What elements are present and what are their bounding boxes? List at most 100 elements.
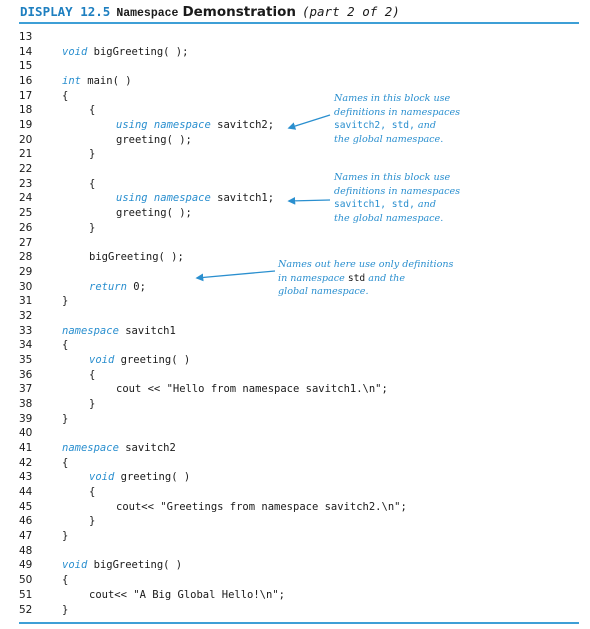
code-keyword: void [89, 353, 115, 366]
code-content: greeting( ) [114, 353, 191, 366]
code-text: bigGreeting( ); [89, 251, 184, 263]
line-number: 31 [19, 295, 33, 308]
code-content: savitch2; [210, 119, 275, 132]
code-line: 44{ [0, 486, 330, 501]
code-text: cout<< "A Big Global Hello!\n"; [89, 589, 285, 601]
annotation-line: definitions in namespaces [334, 106, 461, 118]
code-content: greeting( ) [114, 471, 191, 484]
code-text: { [62, 90, 68, 102]
line-number: 45 [19, 500, 33, 513]
line-number: 35 [19, 353, 33, 366]
code-content: } [89, 221, 96, 234]
code-content: savitch1; [210, 192, 275, 205]
code-keyword: void [62, 559, 88, 572]
annotation-line: Names in this block use [334, 172, 451, 183]
code-content: greeting( ); [116, 133, 192, 146]
line-number: 38 [19, 398, 33, 410]
code-text: void greeting( ) [89, 471, 190, 483]
code-text: } [89, 515, 95, 527]
code-text: { [89, 178, 95, 190]
annotation-code: savitch1, std, [334, 199, 415, 211]
line-number: 22 [19, 163, 33, 176]
code-content: } [89, 398, 96, 410]
code-line: 40 [0, 427, 330, 442]
line-number: 17 [19, 89, 33, 102]
annotation-outside-blocks: Names out here use only definitions in n… [278, 258, 453, 299]
line-number: 29 [19, 265, 33, 278]
annotation-code: std [347, 272, 366, 284]
code-text: { [89, 486, 95, 498]
display-part: (part 2 of 2) [301, 4, 400, 19]
display-title-bold: Demonstration [182, 4, 296, 20]
annotation-line: Names out here use only definitions [278, 259, 454, 270]
code-text: void greeting( ) [89, 354, 190, 366]
code-line: 35 void greeting( ) [0, 354, 330, 369]
code-content: { [89, 368, 96, 381]
code-line: 38} [0, 398, 330, 413]
line-number: 39 [19, 412, 33, 425]
line-number: 25 [19, 207, 33, 220]
code-content: cout<< "A Big Global Hello!\n"; [89, 588, 285, 601]
arrow-to-block-1 [287, 114, 331, 130]
code-line: 47} [0, 530, 330, 545]
arrow-to-outside [195, 270, 276, 282]
code-content: bigGreeting( ) [87, 559, 183, 572]
line-number: 30 [19, 280, 33, 293]
code-text: void bigGreeting( ); [62, 46, 188, 58]
code-text: } [62, 295, 68, 307]
line-number: 33 [19, 324, 33, 337]
code-text: int main( ) [62, 75, 132, 87]
code-content: { [89, 486, 96, 499]
code-content: { [62, 574, 69, 587]
code-text: } [89, 398, 95, 410]
code-line: 17 { [0, 90, 330, 105]
code-content: bigGreeting( ); [89, 251, 184, 264]
code-line: 32 [0, 310, 330, 325]
code-text: greeting( ); [116, 207, 192, 219]
line-number: 28 [19, 251, 33, 264]
line-number: 46 [19, 515, 33, 528]
display-title-word: Namespace [116, 7, 179, 20]
code-content: } [62, 530, 69, 543]
annotation-line: in namespace std and the [278, 272, 453, 286]
code-text: } [62, 530, 68, 542]
code-text: cout << "Hello from namespace savitch1.\… [116, 383, 388, 395]
code-line: 15 [0, 60, 330, 75]
code-content: } [89, 148, 96, 161]
code-content: 0; [126, 280, 146, 293]
code-content: } [89, 515, 96, 528]
line-number: 41 [19, 442, 33, 455]
code-text: { [62, 339, 68, 351]
code-keyword: void [62, 45, 88, 58]
line-number: 47 [19, 530, 33, 543]
line-number: 27 [19, 236, 33, 249]
code-line: 48 [0, 545, 330, 560]
code-text: greeting( ); [116, 134, 192, 146]
code-content: bigGreeting( ); [87, 45, 189, 58]
code-line: 36{ [0, 369, 330, 384]
code-text: using namespace savitch2; [116, 119, 274, 131]
code-text: void bigGreeting( ) [62, 559, 182, 571]
line-number: 42 [19, 456, 33, 469]
code-keyword: namespace [62, 442, 119, 455]
code-text: { [62, 574, 68, 586]
line-number: 32 [19, 309, 33, 322]
annotation-line: the global namespace. [334, 133, 444, 145]
line-number: 16 [19, 75, 33, 88]
code-line: 25 greeting( ); [0, 207, 330, 222]
line-number: 37 [19, 383, 33, 396]
line-number: 48 [19, 544, 33, 557]
annotation-line: definitions in namespaces [334, 185, 461, 197]
code-line: 28 bigGreeting( ); [0, 251, 330, 266]
annotation-text: and [414, 120, 436, 132]
line-number: 26 [19, 221, 33, 234]
code-text: } [62, 604, 68, 616]
line-number: 18 [19, 104, 33, 117]
code-line: 23{ [0, 178, 330, 193]
